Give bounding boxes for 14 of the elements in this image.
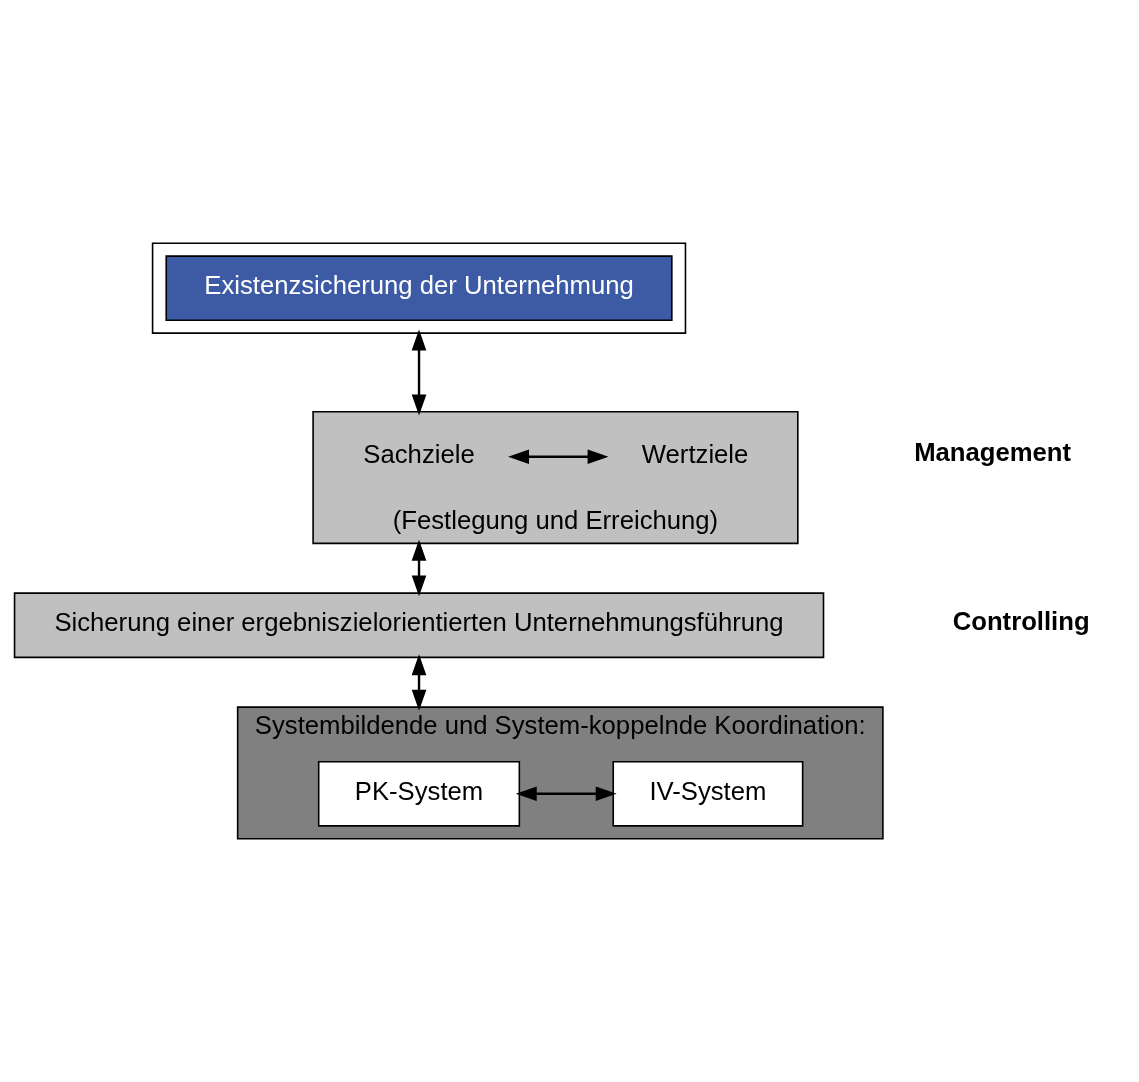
arrow bbox=[508, 449, 609, 465]
node-text: Wertziele bbox=[641, 439, 749, 468]
label: Controlling bbox=[952, 606, 1090, 635]
arrow bbox=[411, 654, 427, 711]
node-box: Existenzsicherung der Unternehmung bbox=[165, 255, 673, 322]
node-box: Sicherung einer ergebniszielorientierten Unternehmungsführung bbox=[13, 592, 825, 659]
node-text: Sachziele bbox=[363, 439, 475, 468]
arrow bbox=[411, 539, 427, 597]
arrow bbox=[411, 329, 427, 416]
node-box: PK-System bbox=[317, 760, 521, 827]
label: Management bbox=[914, 438, 1072, 467]
arrow bbox=[515, 786, 617, 802]
node-box: IV-System bbox=[612, 760, 804, 827]
cluster bbox=[151, 242, 687, 334]
